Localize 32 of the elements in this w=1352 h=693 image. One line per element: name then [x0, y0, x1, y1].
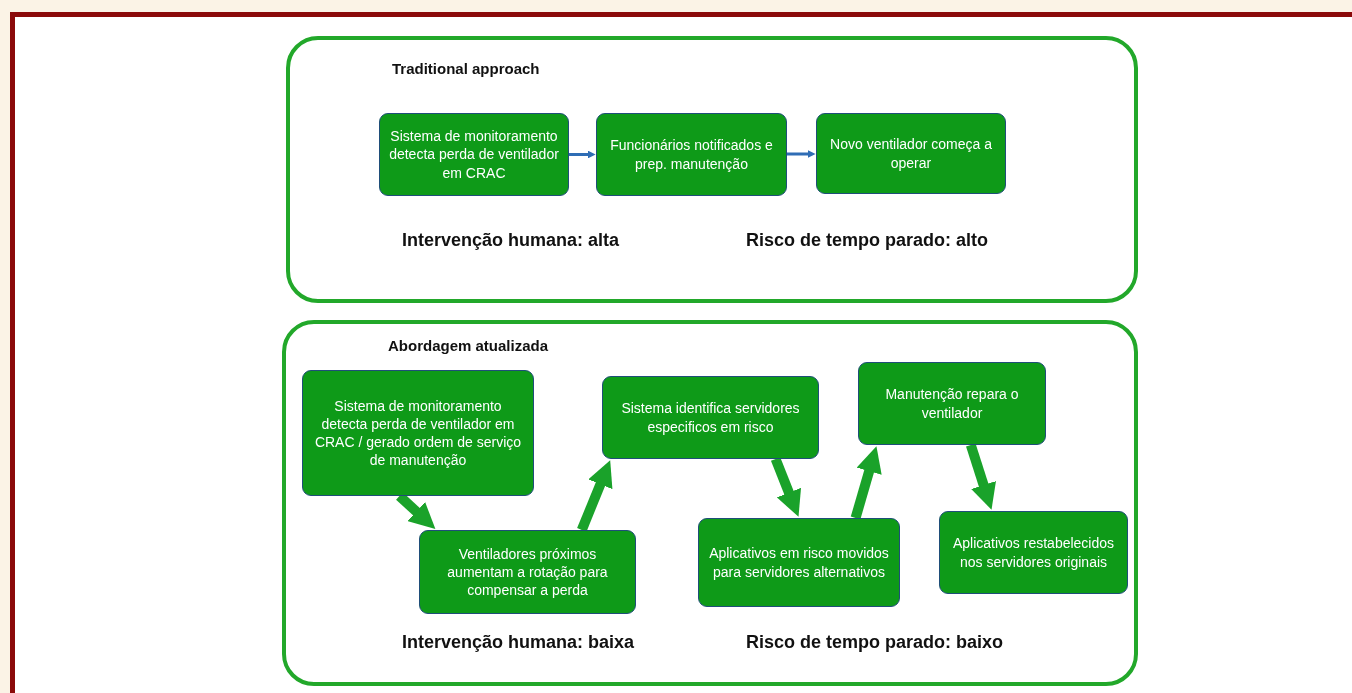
group-panel [286, 36, 1138, 303]
process-text: Manutenção repara o ventilador [884, 385, 1020, 422]
summary-text: Risco de tempo parado: baixo [746, 632, 1004, 653]
process-box [816, 113, 1006, 194]
process-text: Sistema de monitoramento detecta perda de ventilador em CRAC / gerado ordem de serviço de manutenção [313, 396, 523, 470]
panel-heading: Traditional approach [392, 60, 540, 77]
arrow [577, 460, 613, 532]
summary-text: Intervenção humana: baixa [402, 632, 635, 653]
summary-text: Risco de tempo parado: alto [746, 230, 989, 251]
group-panel [282, 320, 1138, 686]
panel-heading: Abordagem atualizada [388, 337, 549, 354]
process-box [419, 530, 636, 614]
process-text: Aplicativos em risco movidos para servidores alternativos [708, 544, 890, 581]
process-text: Ventiladores próximos aumentam a rotação para compensar a perda [446, 544, 609, 600]
process-text: Aplicativos restabelecidos nos servidores originais [951, 534, 1116, 571]
process-text: Sistema de monitoramento detecta perda de ventilador em CRAC [388, 127, 560, 182]
arrow [850, 446, 882, 520]
arrow [569, 150, 596, 159]
process-box [858, 362, 1046, 445]
process-text: Funcionários notificados e prep. manutenção [609, 136, 774, 173]
process-text: Sistema identifica servidores especificos em risco [620, 399, 801, 436]
process-box [939, 511, 1128, 594]
process-box [596, 113, 787, 196]
arrow [966, 443, 996, 510]
arrow [787, 150, 816, 158]
process-text: Novo ventilador começa a operar [829, 135, 993, 172]
process-box [698, 518, 900, 607]
process-box [602, 376, 819, 459]
summary-text: Intervenção humana: alta [402, 230, 620, 251]
arrow [770, 457, 801, 517]
process-box [302, 370, 534, 496]
process-box [379, 113, 569, 196]
